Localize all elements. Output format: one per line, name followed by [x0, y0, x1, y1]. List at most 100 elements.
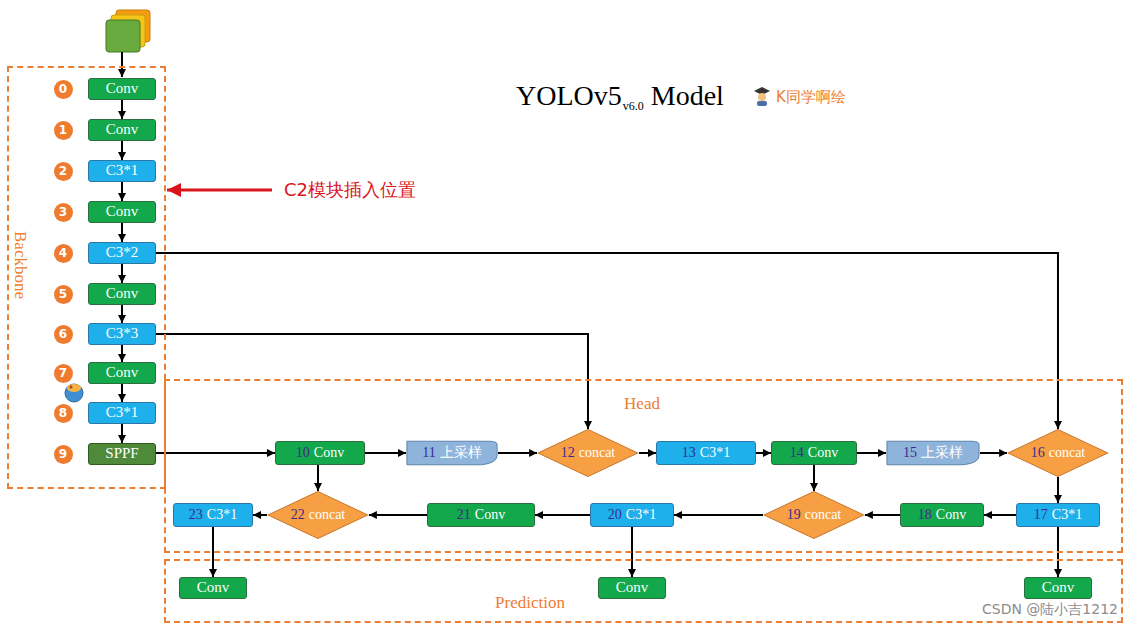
- flow-connector: [369, 514, 427, 516]
- title-suffix: Model: [651, 80, 724, 112]
- author-credit: K同学啊绘: [776, 88, 846, 107]
- layer-index: 17: [1034, 507, 1048, 523]
- callout-number: 5: [54, 285, 73, 304]
- block-text-group: Conv: [106, 364, 139, 381]
- shape-path: [268, 491, 368, 538]
- block-text-group: Conv: [197, 579, 230, 596]
- block-label: Conv: [808, 445, 838, 461]
- flow-connector: [121, 100, 123, 119]
- flow-connector: [631, 527, 633, 577]
- block-label: Conv: [106, 80, 139, 97]
- c3-block: 20C3*1: [590, 503, 674, 527]
- layer-index: 21: [457, 507, 471, 523]
- callout-number: 9: [54, 445, 73, 464]
- flow-connector: [813, 465, 815, 491]
- block-label: Conv: [106, 364, 139, 381]
- block-text-group: 5: [59, 287, 67, 301]
- block-text-group: 21Conv: [457, 507, 505, 523]
- callout-number: 3: [54, 203, 73, 222]
- stage-region: PredictionConvConvConv: [165, 560, 1122, 622]
- block-label: Conv: [106, 285, 139, 302]
- flow-connector: [674, 514, 763, 516]
- block-text-group: 13C3*1: [682, 445, 730, 461]
- block-text-group: 12concat: [561, 445, 616, 461]
- flow-connector: [317, 465, 319, 491]
- block-label: Conv: [475, 507, 505, 523]
- conv-block: 18Conv: [900, 503, 984, 527]
- block-label: concat: [805, 507, 842, 523]
- region-title: Head: [624, 394, 660, 414]
- flow-connector: [984, 514, 1016, 516]
- block-text-group: 23C3*1: [189, 507, 237, 523]
- block-label: C3*2: [106, 244, 139, 261]
- layer-index: 18: [918, 507, 932, 523]
- conv-block: 14Conv: [771, 441, 857, 465]
- c3-block: 13C3*1: [656, 441, 756, 465]
- block-label: C3*1: [207, 507, 237, 523]
- layer-index: 15: [903, 445, 917, 461]
- c3-block: 23C3*1: [173, 503, 253, 527]
- flow-connector: [156, 452, 275, 454]
- block-text-group: Conv: [106, 80, 139, 97]
- callout-number-text: 7: [59, 366, 67, 380]
- block-text-group: 14Conv: [790, 445, 838, 461]
- flow-connector: [535, 514, 590, 516]
- title-group: YOLOv5v6.0 Model: [516, 80, 724, 112]
- block-label: C3*1: [1052, 507, 1082, 523]
- flow-connector: [121, 223, 123, 242]
- block-label: 上采样: [440, 445, 482, 461]
- callout-number: 4: [54, 244, 73, 263]
- flow-connector: [639, 452, 656, 454]
- concat-diamond: 22concat: [267, 491, 369, 539]
- block-text-group: C3*1: [106, 404, 139, 421]
- flow-connector: [865, 514, 900, 516]
- block-text-group: SPPF: [105, 445, 138, 462]
- layer-index: 13: [682, 445, 696, 461]
- flow-connector: [1057, 477, 1059, 503]
- block-text-group: 22concat: [291, 507, 346, 523]
- block-text-group: 20C3*1: [608, 507, 656, 523]
- flow-connector: [156, 253, 1058, 429]
- block-label: 上采样: [921, 445, 963, 461]
- flow-connector: [756, 452, 771, 454]
- concat-diamond: 19concat: [763, 491, 865, 539]
- conv-block: Conv: [88, 119, 156, 141]
- callout-number: 7: [54, 364, 73, 383]
- block-label: concat: [309, 507, 346, 523]
- layer-index: 23: [189, 507, 203, 523]
- flow-connector: [212, 527, 214, 577]
- upsample-block: 15上采样: [886, 441, 980, 465]
- diagram-title: YOLOv5: [516, 80, 622, 112]
- block-label: C3*1: [106, 162, 139, 179]
- conv-block: Conv: [1024, 577, 1092, 599]
- block-text-group: Conv: [106, 285, 139, 302]
- mascot-icon: [65, 384, 83, 402]
- block-text-group: Conv: [1042, 579, 1075, 596]
- flow-connector: [857, 452, 886, 454]
- block-text-group: Conv: [106, 203, 139, 220]
- block-text-group: 2: [59, 164, 67, 178]
- block-text-group: 4: [59, 246, 67, 260]
- callout-number-text: 8: [59, 406, 67, 420]
- block-label: Conv: [936, 507, 966, 523]
- block-text-group: 11上采样: [422, 445, 481, 461]
- callout-number: 8: [54, 404, 73, 423]
- block-text-group: 10Conv: [296, 445, 344, 461]
- flow-connector: [498, 452, 537, 454]
- block-text-group: 8: [59, 406, 67, 420]
- shape-path: [1008, 429, 1108, 476]
- conv-block: 21Conv: [427, 503, 535, 527]
- upsample-block: 11上采样: [406, 441, 498, 465]
- callout-number-text: 0: [59, 82, 67, 96]
- block-text-group: 9: [59, 447, 67, 461]
- conv-block: Conv: [88, 201, 156, 223]
- block-label: Conv: [1042, 579, 1075, 596]
- input-image-icon: [106, 10, 150, 52]
- block-text-group: 15上采样: [903, 445, 963, 461]
- c3-block: C3*2: [88, 242, 156, 264]
- region-title: Backbone: [10, 231, 30, 299]
- block-text-group: 1: [59, 123, 67, 137]
- block-label: C3*1: [700, 445, 730, 461]
- layer-index: 22: [291, 507, 305, 523]
- version-subscript: v6.0: [623, 99, 644, 114]
